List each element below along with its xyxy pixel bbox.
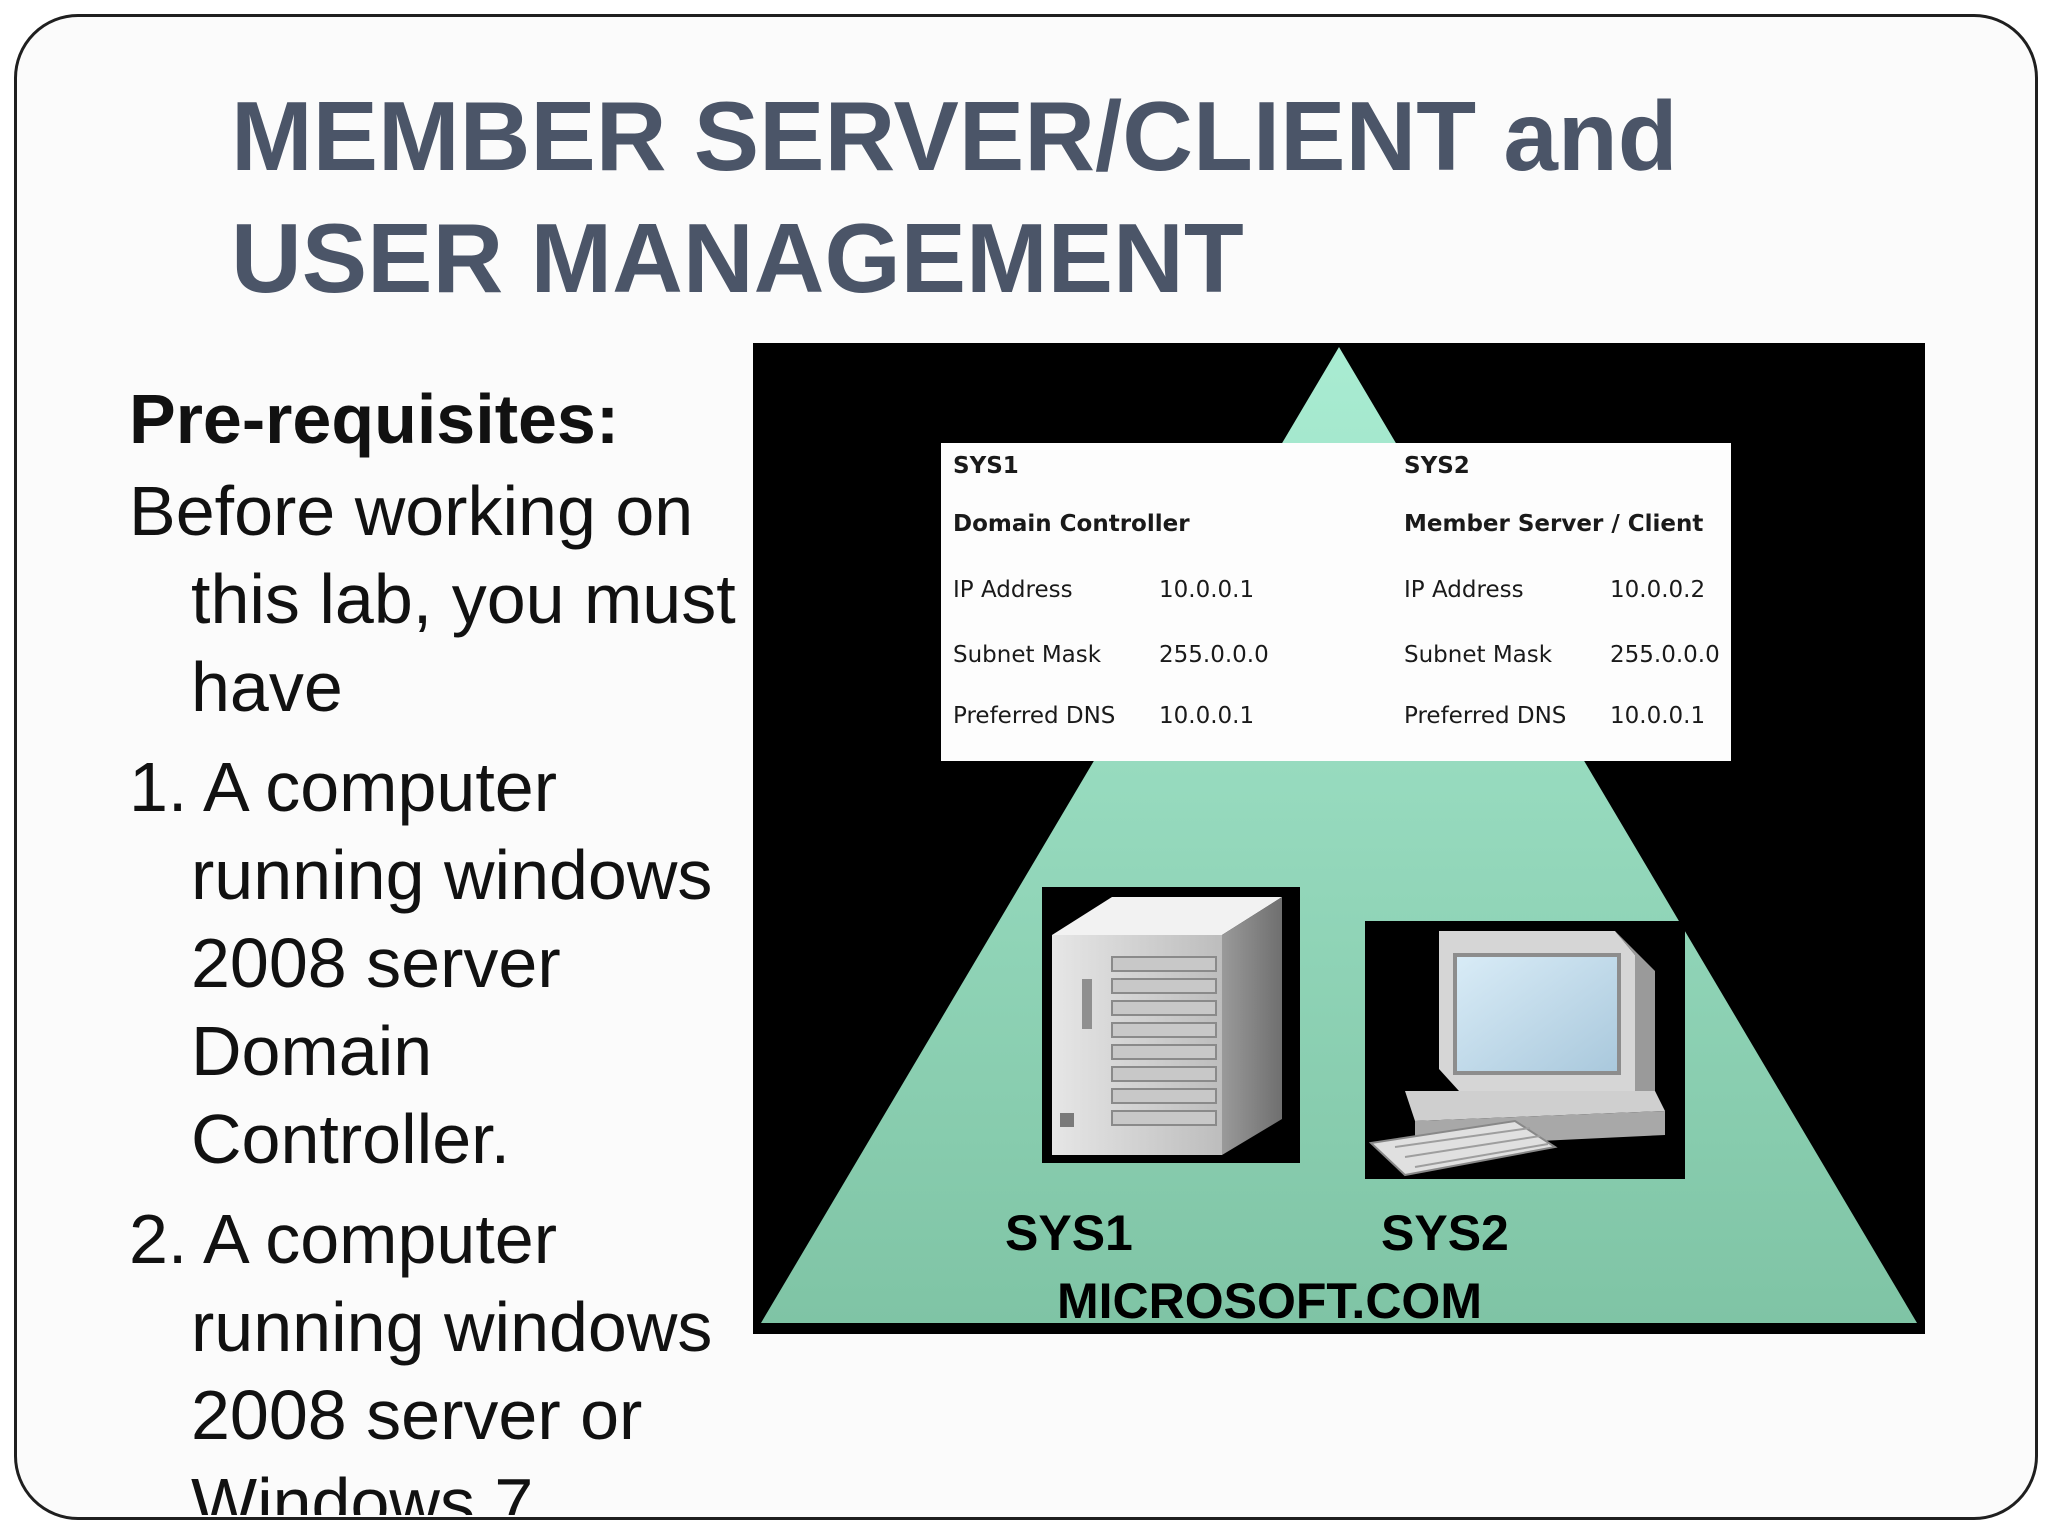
sys1-name: SYS1	[953, 453, 1019, 479]
requirement-item-1: 1. A computer running windows 2008 serve…	[129, 748, 713, 1178]
sys1-ip-label: IP Address	[953, 577, 1073, 603]
server-tower-icon	[1042, 887, 1300, 1163]
domain-label: MICROSOFT.COM	[1057, 1273, 1482, 1329]
sys2-ip-value: 10.0.0.2	[1610, 577, 1706, 603]
sys2-label: SYS2	[1381, 1205, 1509, 1261]
title-line-2: USER MANAGEMENT	[231, 203, 1244, 313]
sys1-dns-value: 10.0.0.1	[1159, 703, 1255, 729]
sys1-dns-label: Preferred DNS	[953, 703, 1116, 729]
desktop-computer-icon	[1365, 921, 1685, 1179]
network-diagram: SYS1 Domain Controller IP Address 10.0.0…	[753, 343, 1925, 1334]
sys2-ip-label: IP Address	[1404, 577, 1524, 603]
sys1-mask-value: 255.0.0.0	[1159, 642, 1269, 668]
sys2-mask-label: Subnet Mask	[1404, 642, 1553, 668]
prerequisites-text: Pre-requisites: Before working on this l…	[129, 375, 769, 1515]
slide-title: MEMBER SERVER/CLIENT and USER MANAGEMENT	[231, 75, 1931, 319]
sys2-dns-label: Preferred DNS	[1404, 703, 1567, 729]
sys1-ip-value: 10.0.0.1	[1159, 577, 1255, 603]
intro-paragraph: Before working on this lab, you must hav…	[129, 472, 736, 726]
sys2-dns-value: 10.0.0.1	[1610, 703, 1706, 729]
sys1-role: Domain Controller	[953, 511, 1190, 537]
requirement-item-2: 2. A computer running windows 2008 serve…	[129, 1200, 713, 1515]
sys2-mask-value: 255.0.0.0	[1610, 642, 1720, 668]
ip-config-table: SYS1 Domain Controller IP Address 10.0.0…	[941, 443, 1731, 761]
prerequisites-heading: Pre-requisites:	[129, 380, 620, 458]
sys1-mask-label: Subnet Mask	[953, 642, 1102, 668]
slide: MEMBER SERVER/CLIENT and USER MANAGEMENT…	[14, 14, 2038, 1520]
sys2-name: SYS2	[1404, 453, 1470, 479]
sys2-role: Member Server / Client	[1404, 511, 1704, 537]
sys1-label: SYS1	[1005, 1205, 1133, 1261]
title-line-1: MEMBER SERVER/CLIENT and	[231, 81, 1678, 191]
